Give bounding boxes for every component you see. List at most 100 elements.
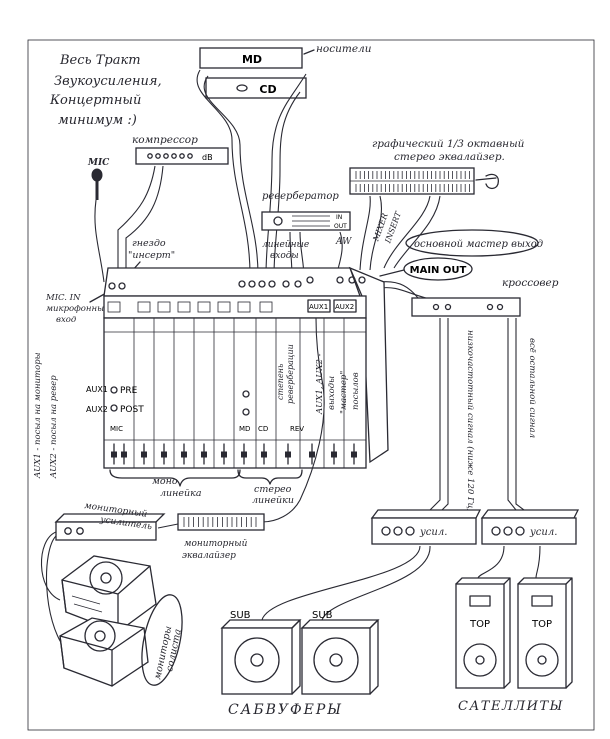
graphic-eq-label: графический 1/3 октавный стерео эквалайз… — [372, 138, 525, 163]
title-line-2: Звукоусиления, — [54, 74, 162, 89]
aux-in-label: AW — [335, 237, 352, 247]
monitor-wedge-bottom — [59, 617, 149, 687]
reverb-return-label-2: входы — [270, 251, 299, 261]
reverb-strip-label-2: реверберации — [286, 344, 295, 404]
mixer-jack — [258, 280, 266, 288]
mixer-jack — [358, 276, 366, 284]
mic-in-label-1: MIC. IN — [45, 293, 81, 303]
geq-title-1: графический 1/3 октавный — [372, 138, 525, 150]
mono-brace — [109, 469, 241, 487]
aux-masters-note-3: "мастер" — [339, 371, 349, 414]
reverb-out-label: OUT — [334, 223, 347, 230]
aux1-master-label: AUX1 — [309, 303, 328, 311]
title-line-4: минимум :) — [58, 113, 137, 128]
fader-cap — [141, 451, 147, 458]
fader-cap — [331, 451, 337, 458]
mixer-jack — [238, 280, 246, 288]
monitor-amp: мониторный усилитель — [54, 501, 166, 541]
fader-cap — [181, 451, 187, 458]
monitor-eq-label-2: эквалайзер — [182, 551, 236, 561]
graphic-eq — [349, 167, 475, 195]
aux1-send-note: AUX1 - посыл на мониторы — [33, 352, 43, 479]
title-block: Весь Тракт Звукоусиления, Концертный мин… — [49, 53, 162, 128]
mic-ch-label: MIC — [110, 425, 123, 433]
compressor-db: dB — [202, 153, 213, 162]
mixer-jack — [248, 280, 256, 288]
fader-cap — [221, 451, 227, 458]
fader-cap — [309, 451, 315, 458]
mixer-jack — [306, 276, 314, 284]
geq-title-2: стерео эквалайзер. — [394, 151, 505, 163]
eq-handle-mark — [475, 173, 500, 190]
satellites-label: САТЕЛЛИТЫ — [458, 699, 564, 714]
stereo-lines-1: стерео — [254, 484, 292, 495]
reverb-return-label-1: линейные — [262, 240, 309, 250]
low-freq-label: низкочастотный сигнал (ниже 120 Гц) — [465, 330, 476, 512]
stereo-brace — [237, 469, 303, 485]
satellite-left: TOP — [455, 577, 511, 689]
aux-masters-note-1: AUX1, AUX2 - — [315, 353, 325, 415]
sub-amp: усил. — [370, 509, 482, 545]
mixer-jack — [348, 276, 356, 284]
crossover-label: кроссовер — [502, 277, 559, 289]
mic-in-label-3: вход — [56, 315, 77, 325]
md-label: MD — [242, 53, 262, 66]
crossover: кроссовер — [411, 277, 559, 317]
mixer-jack — [118, 282, 126, 290]
aux2-send-note: AUX2 - посыл на ревер — [49, 375, 59, 479]
md-player: MD — [199, 47, 303, 69]
mixer-jack — [108, 282, 116, 290]
monitor-eq: мониторный эквалайзер — [177, 513, 265, 561]
reverb-in-label: IN — [336, 214, 342, 221]
aux-masters-note-4: посылов — [351, 372, 361, 410]
fader-cap — [285, 451, 291, 458]
stereo-lines-2: линейки — [252, 495, 294, 506]
rev-ch-label: REV — [290, 425, 304, 433]
reverb-strip-label-1: степень — [276, 364, 285, 400]
subwoofers-label: САБВУФЕРЫ — [228, 702, 343, 718]
monitor-eq-label-1: мониторный — [184, 539, 248, 549]
subwoofer-left: SUB — [220, 610, 302, 695]
satellite-right: TOP — [517, 577, 573, 689]
fader-cap — [261, 451, 267, 458]
monitor-wedge-top — [61, 555, 157, 633]
subwoofer-right: SUB — [300, 610, 380, 695]
sub-right-label: SUB — [312, 610, 333, 621]
fader-cap — [161, 451, 167, 458]
hi-freq-label: всё остальной сигнал — [527, 338, 537, 438]
channel-top-knob — [237, 301, 251, 313]
mixer-jack — [294, 280, 302, 288]
title-line-3: Концертный — [49, 93, 141, 108]
channel-top-knob — [197, 301, 211, 313]
main-out-bubble-label: основной мастер выход — [414, 239, 543, 250]
reverb-label: ревербератор — [262, 191, 339, 202]
cd-cable — [265, 73, 307, 276]
main-out-outline — [403, 257, 473, 281]
top-left-label: TOP — [469, 619, 490, 630]
aux1-master-box — [307, 299, 331, 313]
top-right-label: TOP — [531, 619, 552, 630]
mixer-jack — [336, 276, 344, 284]
md-cable — [196, 69, 251, 276]
fader-cap — [121, 451, 127, 458]
aux1-ch-label: AUX1 — [86, 385, 108, 394]
aux2-master-box — [333, 299, 357, 313]
channel-top-knob — [107, 301, 121, 313]
mic-label: MIC — [87, 158, 110, 168]
main-out-bubble — [405, 229, 539, 257]
channel-top-knob — [137, 301, 151, 313]
sub-left-label: SUB — [230, 610, 251, 621]
post-label: POST — [120, 405, 144, 415]
page-border — [27, 39, 595, 731]
mono-lines-1: моно — [152, 476, 178, 487]
compressor-label: компрессор — [132, 134, 198, 146]
aux-masters-note-2: выходы — [327, 376, 337, 410]
aux2-master-label: AUX2 — [335, 303, 354, 311]
compressor: компрессор dB — [132, 134, 229, 165]
reverb-unit: ревербератор IN OUT — [261, 191, 351, 231]
channel-top-knob — [177, 301, 191, 313]
aux1-cable — [261, 317, 325, 523]
insert-jack-label-1: гнездо — [132, 238, 166, 249]
channel-top-knob — [259, 301, 273, 313]
